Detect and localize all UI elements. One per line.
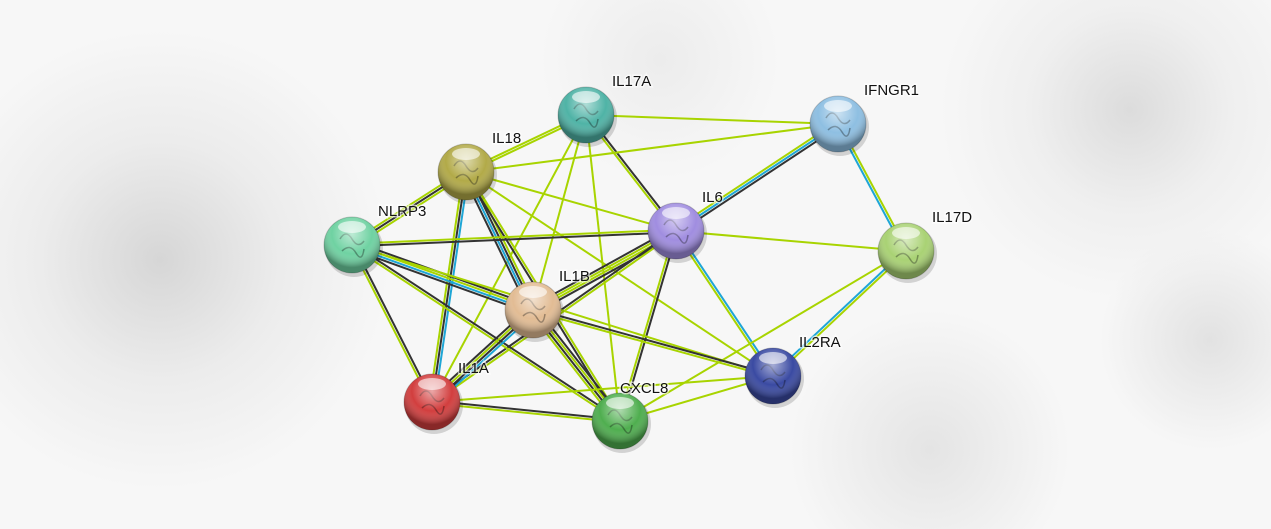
edge-line-coexp xyxy=(533,307,774,376)
edge-line-coexp xyxy=(432,399,621,421)
edge-line-text xyxy=(532,114,587,311)
edge-IFNGR1-IL6[interactable] xyxy=(674,120,840,235)
node-IL2RA[interactable]: IL2RA xyxy=(744,333,842,408)
edge-IL18-IL2RA[interactable] xyxy=(465,171,774,377)
node-highlight xyxy=(759,352,787,364)
edge-IL18-IFNGR1[interactable] xyxy=(465,123,839,173)
edge-line-coexp xyxy=(431,171,467,403)
edge-line-text xyxy=(351,228,676,245)
node-label: CXCL8 xyxy=(620,380,668,397)
node-gloss xyxy=(592,393,648,449)
edge-line-text xyxy=(585,114,839,125)
edge-line-text xyxy=(428,171,465,402)
node-label: IL1A xyxy=(458,360,489,377)
edge-line-text xyxy=(349,245,432,404)
edge-IL1A-IL2RA[interactable] xyxy=(431,375,774,403)
edge-line-coexp xyxy=(350,247,533,315)
edge-line-db xyxy=(675,123,839,232)
edge-line-text xyxy=(675,230,907,252)
edge-IL18-IL6[interactable] xyxy=(465,171,677,232)
node-gloss xyxy=(558,87,614,143)
node-label: IL17D xyxy=(932,209,972,226)
node-gloss xyxy=(810,96,866,152)
edge-line-text xyxy=(617,230,676,421)
node-highlight xyxy=(418,378,446,390)
edge-line-text xyxy=(674,231,773,378)
edge-IL17A-IL1B[interactable] xyxy=(532,114,587,311)
edge-line-text xyxy=(431,402,620,424)
edge-line-text xyxy=(773,251,908,378)
node-IL17A[interactable]: IL17A xyxy=(557,72,653,147)
edge-line-text xyxy=(465,171,677,232)
edge-IL1B-IL2RA[interactable] xyxy=(532,307,774,379)
node-gloss xyxy=(438,144,494,200)
edge-line-coexp xyxy=(352,243,435,402)
edge-line-text xyxy=(350,245,620,423)
node-label: IL1B xyxy=(559,268,590,285)
node-highlight xyxy=(452,148,480,160)
edge-line-text xyxy=(465,123,839,173)
node-IL1A[interactable]: IL1A xyxy=(403,359,490,434)
node-IL17D[interactable]: IL17D xyxy=(877,208,974,283)
node-CXCL8[interactable]: CXCL8 xyxy=(591,379,670,453)
edge-line-text xyxy=(351,244,774,377)
edge-line-db xyxy=(676,229,775,376)
node-label: IL2RA xyxy=(799,334,841,351)
edge-line-text xyxy=(619,250,907,422)
edge-line-text xyxy=(465,171,774,377)
edge-line-text xyxy=(431,375,774,403)
edge-line-text xyxy=(532,310,773,379)
node-label: IL17A xyxy=(612,73,651,90)
node-highlight xyxy=(824,100,852,112)
edge-IL18-IL1A[interactable] xyxy=(428,171,470,403)
edge-IL6-NLRP3[interactable] xyxy=(351,228,677,248)
edge-IL17D-IL2RA[interactable] xyxy=(771,249,908,378)
node-gloss xyxy=(878,223,934,279)
node-gloss xyxy=(505,282,561,338)
node-highlight xyxy=(519,286,547,298)
edge-IL1A-CXCL8[interactable] xyxy=(431,399,621,424)
node-label: IL6 xyxy=(702,189,723,206)
node-highlight xyxy=(338,221,366,233)
edge-line-db xyxy=(771,249,906,376)
edge-line-db xyxy=(351,245,533,313)
edge-line-coexp xyxy=(352,231,677,248)
node-gloss xyxy=(745,348,801,404)
node-IL18[interactable]: IL18 xyxy=(437,129,523,204)
node-highlight xyxy=(606,397,634,409)
edge-line-coexp xyxy=(676,125,840,235)
node-gloss xyxy=(648,203,704,259)
edge-IL17A-IFNGR1[interactable] xyxy=(585,114,839,125)
node-label: IL18 xyxy=(492,130,521,147)
node-label: NLRP3 xyxy=(378,203,426,220)
edge-IL6-IL17D[interactable] xyxy=(675,230,907,252)
node-label: IFNGR1 xyxy=(864,82,919,99)
edge-NLRP3-IL2RA[interactable] xyxy=(351,244,774,377)
node-gloss xyxy=(324,217,380,273)
node-IFNGR1[interactable]: IFNGR1 xyxy=(809,81,921,156)
node-highlight xyxy=(662,207,690,219)
edge-NLRP3-IL1A[interactable] xyxy=(349,243,435,404)
edge-IL6-IL2RA[interactable] xyxy=(674,229,775,378)
node-highlight xyxy=(892,227,920,239)
edge-line-coexp xyxy=(620,231,679,422)
node-gloss xyxy=(404,374,460,430)
node-IL6[interactable]: IL6 xyxy=(647,188,724,263)
edge-line-db xyxy=(433,172,470,403)
edge-IL17D-CXCL8[interactable] xyxy=(619,250,907,422)
node-NLRP3[interactable]: NLRP3 xyxy=(323,202,428,277)
node-IL1B[interactable]: IL1B xyxy=(504,267,591,342)
node-highlight xyxy=(572,91,600,103)
edge-IL6-CXCL8[interactable] xyxy=(617,230,679,422)
edge-line-text xyxy=(674,120,838,230)
